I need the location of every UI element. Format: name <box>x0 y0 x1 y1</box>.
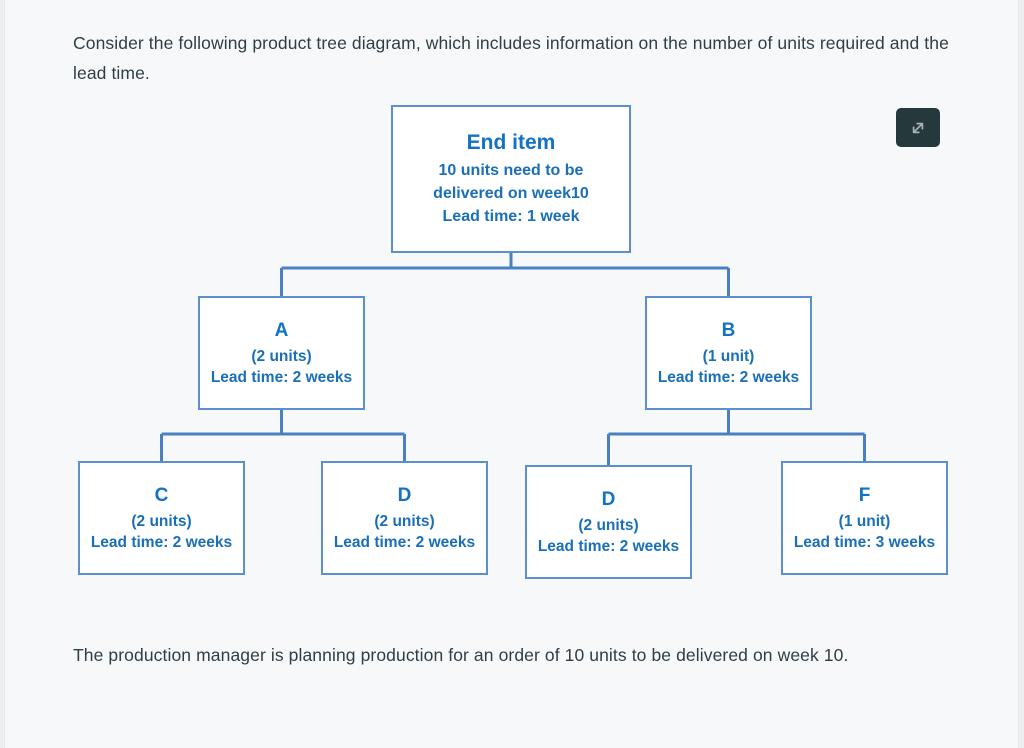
node-detail-line: (2 units) <box>251 347 312 365</box>
node-detail-line: Lead time: 3 weeks <box>793 533 936 551</box>
node-detail-line: delivered on week10 <box>433 184 589 202</box>
intro-paragraph: Consider the following product tree diag… <box>73 32 949 83</box>
tree-node-d-under-a: D (2 units) Lead time: 2 weeks <box>321 461 488 575</box>
node-title: C <box>154 484 169 506</box>
expand-diagonal-arrows-icon <box>908 118 928 138</box>
node-detail-line: (2 units) <box>374 512 435 530</box>
tree-node-end-item: End item 10 units need to be delivered o… <box>391 105 631 253</box>
node-detail-line: (1 unit) <box>838 512 891 530</box>
closing-paragraph: The production manager is planning produ… <box>73 644 849 665</box>
node-detail-line: 10 units need to be <box>438 161 584 179</box>
tree-node-d-under-b: D (2 units) Lead time: 2 weeks <box>525 465 692 579</box>
panel-right-edge <box>1018 0 1024 748</box>
node-title: End item <box>466 130 556 154</box>
node-detail-line: (2 units) <box>578 516 639 534</box>
node-detail-line: (2 units) <box>131 512 192 530</box>
node-title: D <box>397 484 412 506</box>
tree-node-c: C (2 units) Lead time: 2 weeks <box>78 461 245 575</box>
node-title: A <box>274 319 289 341</box>
node-title: D <box>601 488 616 510</box>
expand-image-button[interactable] <box>896 108 940 147</box>
tree-node-b: B (1 unit) Lead time: 2 weeks <box>645 296 812 410</box>
node-detail-line: Lead time: 2 weeks <box>657 368 800 386</box>
panel-left-edge <box>0 0 5 748</box>
node-detail-line: Lead time: 2 weeks <box>90 533 233 551</box>
node-detail-line: Lead time: 2 weeks <box>333 533 476 551</box>
node-title: F <box>858 484 871 506</box>
node-title: B <box>721 319 736 341</box>
product-tree-diagram: End item 10 units need to be delivered o… <box>0 95 1024 595</box>
tree-node-f: F (1 unit) Lead time: 3 weeks <box>781 461 948 575</box>
node-detail-line: Lead time: 1 week <box>442 207 580 225</box>
node-detail-line: Lead time: 2 weeks <box>210 368 353 386</box>
node-detail-line: Lead time: 2 weeks <box>537 537 680 555</box>
tree-node-a: A (2 units) Lead time: 2 weeks <box>198 296 365 410</box>
node-detail-line: (1 unit) <box>702 347 755 365</box>
